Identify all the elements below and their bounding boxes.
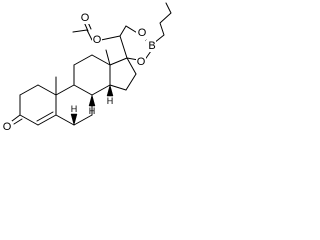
h14-wedge bbox=[106, 84, 114, 97]
h9-wedge bbox=[70, 113, 78, 126]
ring-a bbox=[11, 84, 57, 126]
h8-wedge bbox=[88, 94, 96, 107]
ring-oxygen-top: O bbox=[138, 27, 147, 39]
ketone-oxygen: O bbox=[3, 121, 12, 133]
ring-d bbox=[109, 57, 137, 91]
butyl-chain bbox=[153, 2, 172, 44]
boron-atom: B bbox=[148, 40, 155, 52]
c13-methyl-bond bbox=[105, 49, 111, 66]
structure-diagram: O O O B O O H H H bbox=[2, 2, 172, 133]
h8-label: H bbox=[89, 106, 96, 116]
ring-c bbox=[73, 54, 111, 96]
h14-label: H bbox=[107, 96, 114, 106]
acetyl-carbonyl-oxygen: O bbox=[81, 12, 90, 24]
ring-oxygen-bottom: O bbox=[137, 56, 146, 68]
acetyl-ester-oxygen: O bbox=[93, 34, 102, 46]
h9-label: H bbox=[71, 104, 78, 114]
